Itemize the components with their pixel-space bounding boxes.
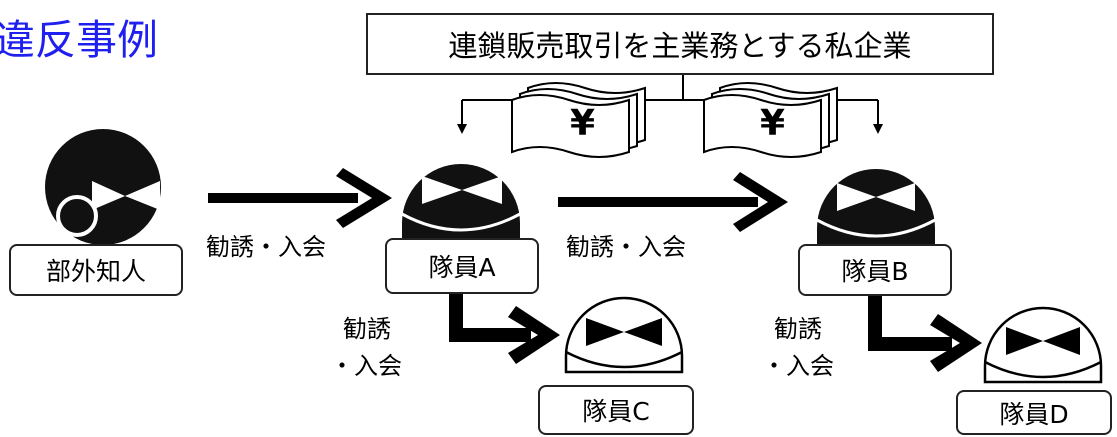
member-b-label-box: 隊員B <box>798 244 952 296</box>
arrow-outsider-to-a <box>208 168 392 228</box>
member-a-label: 隊員A <box>428 253 496 282</box>
banknote-stack-left <box>511 82 646 158</box>
page-title: 違反事例 <box>0 16 158 64</box>
arrow-a-to-b <box>558 172 788 232</box>
member-c-label: 隊員C <box>582 397 650 426</box>
arrow-b-to-d <box>868 286 982 372</box>
company-box: 連鎖販売取引を主業務とする私企業 <box>366 13 994 75</box>
member-b-label: 隊員B <box>841 257 909 286</box>
arrow-label-b-to-d-line1: 勧誘 <box>774 315 822 343</box>
yen-symbol-right: ¥ <box>760 103 786 144</box>
company-label: 連鎖販売取引を主業務とする私企業 <box>448 29 912 63</box>
arrow-label-b-to-d-line2: ・入会 <box>762 352 834 380</box>
member-d-label: 隊員D <box>999 399 1069 429</box>
arrow-label-a-to-c-line2: ・入会 <box>330 352 402 380</box>
outsider-label: 部外知人 <box>45 257 146 286</box>
arrow-label-a-to-c-line1: 勧誘 <box>343 315 391 343</box>
money-arrowhead-a <box>457 124 467 134</box>
arrow-label-a-to-b: 勧誘・入会 <box>566 233 686 261</box>
member-b-figure <box>816 169 936 244</box>
money-arrowhead-b <box>873 124 883 134</box>
banknote-stack-right <box>703 82 838 158</box>
arrow-label-outsider-to-a: 勧誘・入会 <box>206 233 326 261</box>
member-a-label-box: 隊員A <box>385 238 539 294</box>
member-d-figure <box>983 306 1103 384</box>
member-c-label-box: 隊員C <box>538 385 694 435</box>
member-c-figure <box>564 296 684 374</box>
member-a-figure <box>401 164 521 238</box>
member-d-label-box: 隊員D <box>956 390 1112 435</box>
outsider-label-box: 部外知人 <box>9 244 183 296</box>
outsider-figure <box>45 129 161 245</box>
yen-symbol-left: ¥ <box>570 103 596 144</box>
